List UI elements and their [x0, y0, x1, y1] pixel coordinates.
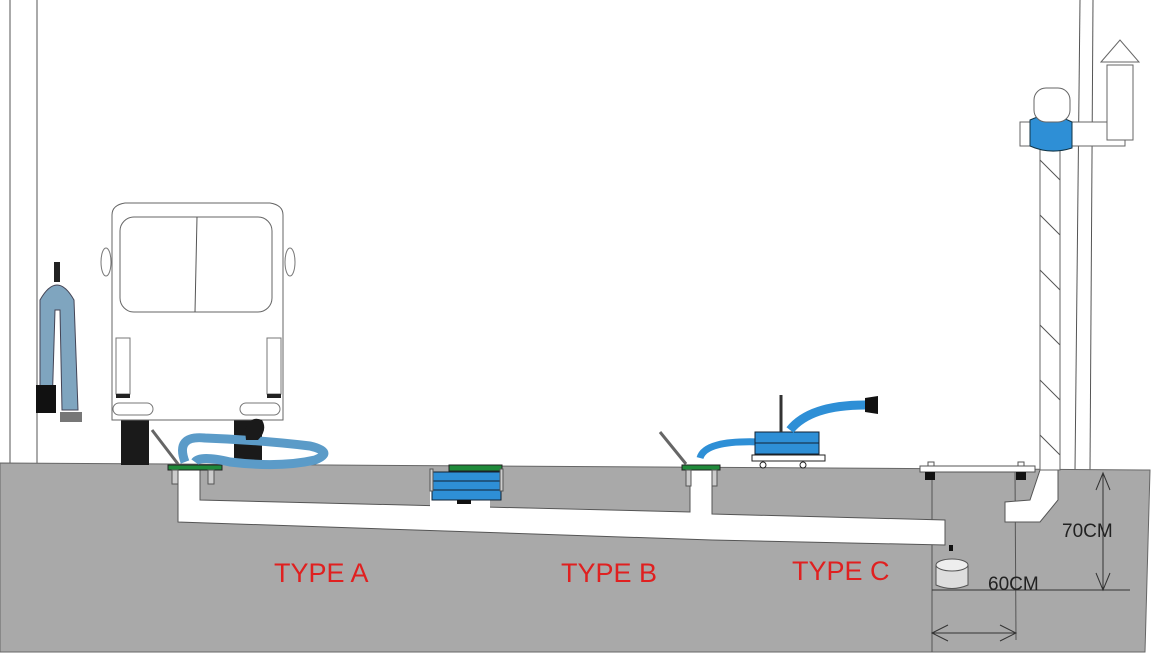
underground-pipe — [177, 469, 946, 546]
type-b-label: TYPE B — [561, 558, 657, 588]
hanging-hose-reel — [36, 262, 82, 422]
sump-pot — [935, 545, 969, 589]
type-c-label: TYPE C — [792, 556, 890, 586]
van — [100, 202, 296, 465]
exhaust-arrow-icon — [1099, 39, 1141, 63]
type-a-label: TYPE A — [274, 558, 369, 588]
type-c-trolley — [658, 395, 878, 487]
height-dimension-label: 70CM — [1062, 521, 1113, 542]
width-dimension-label: 60CM — [988, 574, 1039, 595]
floor-plate-and-riser — [919, 39, 1141, 480]
left-wall — [9, 0, 38, 465]
riser-elbow — [1004, 469, 1059, 523]
type-a-outlet — [150, 418, 329, 485]
dimension-lines — [930, 471, 1130, 642]
right-wall — [1074, 0, 1094, 471]
type-b-pit — [429, 464, 504, 504]
